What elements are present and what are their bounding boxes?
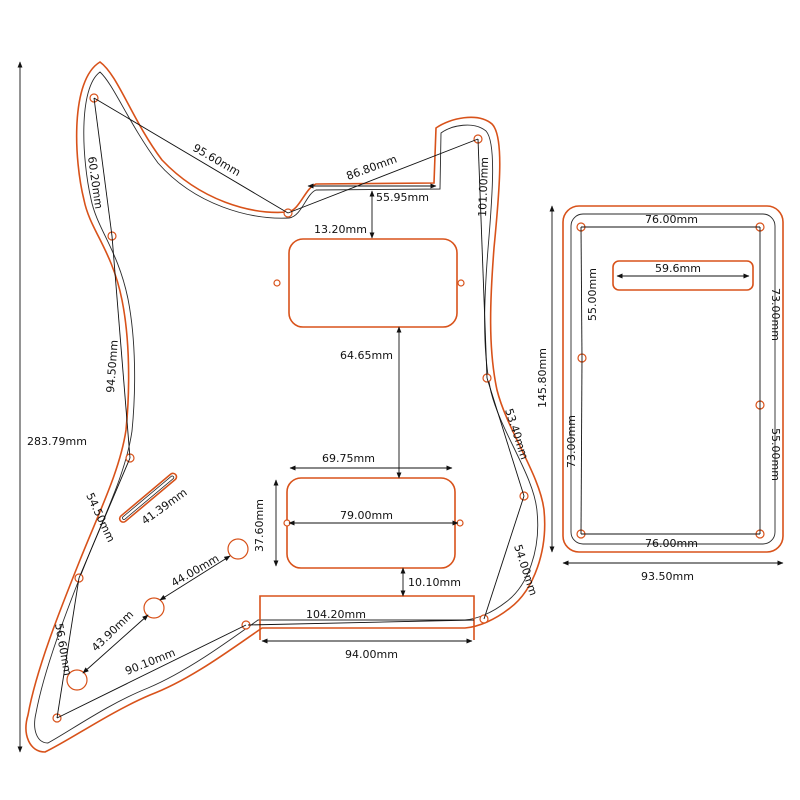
- label-plate-left-lower: 73.00mm: [565, 415, 578, 468]
- label-plate-height: 145.80mm: [536, 348, 549, 408]
- label-right-lower: 54.00mm: [511, 543, 540, 597]
- label-control-upper: 44.00mm: [169, 552, 221, 590]
- control-holes: [66, 538, 249, 691]
- label-plate-right-upper: 73.00mm: [769, 288, 782, 341]
- label-neck-top-edge: 55.95mm: [376, 191, 429, 204]
- control-hole-upper: [227, 538, 249, 560]
- bridge-cutout: [259, 595, 475, 640]
- label-plate-left-upper: 55.00mm: [586, 268, 599, 321]
- pickguard-dimensions: [17, 61, 525, 753]
- switch-slot: [118, 472, 178, 523]
- label-bridge-width-top: 69.75mm: [322, 452, 375, 465]
- label-bridge-screw-spacing: 79.00mm: [340, 509, 393, 522]
- label-overall-height: 283.79mm: [27, 435, 87, 448]
- neck-pickup-cutout: [288, 238, 458, 328]
- label-plate-slot: 59.6mm: [655, 262, 701, 275]
- label-plate-screw-bottom: 76.00mm: [645, 537, 698, 550]
- control-hole-middle: [143, 597, 165, 619]
- label-pickup-spacing: 64.65mm: [340, 349, 393, 362]
- label-switch-slot: 41.39mm: [139, 486, 189, 528]
- label-plate-width: 93.50mm: [641, 570, 694, 583]
- dimension-labels: 283.79mm 95.60mm 86.80mm 55.95mm 13.20mm…: [27, 141, 782, 677]
- label-plate-right-lower: 55.00mm: [769, 428, 782, 481]
- label-control-lower: 43.90mm: [89, 608, 136, 654]
- label-bridge-cut-bottom: 94.00mm: [345, 648, 398, 661]
- label-bridge-cut-top: 104.20mm: [306, 608, 366, 621]
- back-plate-slot: [612, 260, 754, 291]
- label-neck-top-gap: 13.20mm: [314, 223, 367, 236]
- label-right-mid: 53.40mm: [502, 407, 531, 461]
- label-bottom-center: 90.10mm: [123, 646, 177, 678]
- label-bridge-height: 37.60mm: [253, 499, 266, 552]
- label-horn-to-top-right: 86.80mm: [345, 153, 399, 183]
- label-left-2: 94.50mm: [104, 340, 121, 394]
- back-plate: [549, 205, 784, 566]
- label-right-upper: 101.00mm: [476, 157, 491, 217]
- label-bridge-bottom-gap: 10.10mm: [408, 576, 461, 589]
- label-plate-screw-top: 76.00mm: [645, 213, 698, 226]
- control-hole-lower: [66, 669, 88, 691]
